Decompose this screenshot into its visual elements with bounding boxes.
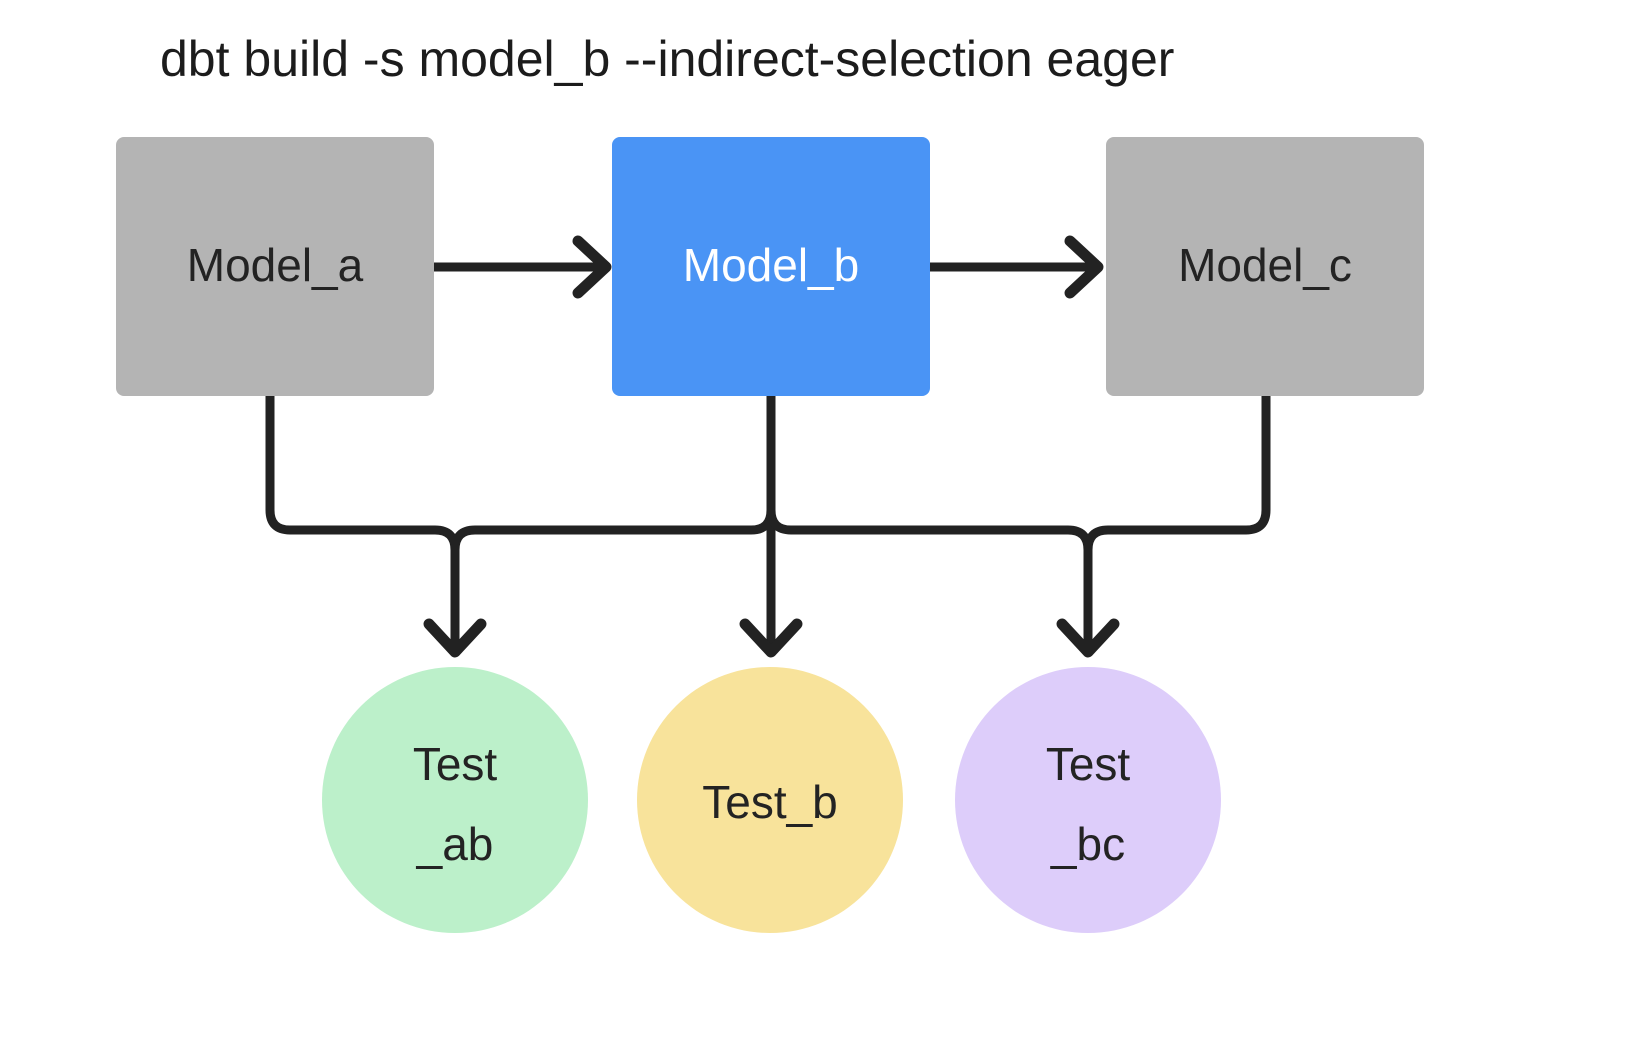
model-a-label: Model_a xyxy=(187,239,364,291)
edge-model-a-to-test-ab xyxy=(265,391,487,658)
node-model-b[interactable]: Model_b xyxy=(612,137,930,396)
edge-model-a-to-model-b xyxy=(429,235,612,299)
model-c-label: Model_c xyxy=(1178,239,1352,291)
node-test-ab[interactable]: Test _ab xyxy=(322,667,588,933)
edge-model-b-to-test-ab xyxy=(450,391,776,653)
test-bc-label-line2: _bc xyxy=(1050,818,1125,870)
test-ab-shape[interactable] xyxy=(322,667,588,933)
test-b-shape[interactable] xyxy=(637,667,903,933)
edge-model-b-to-test-bc xyxy=(766,391,1120,658)
test-bc-shape[interactable] xyxy=(955,667,1221,933)
test-ab-label-line2: _ab xyxy=(416,818,494,870)
test-b-label-line1: Test_b xyxy=(702,776,838,828)
edge-model-c-to-test-bc xyxy=(1083,391,1271,653)
node-model-a[interactable]: Model_a xyxy=(116,137,434,396)
edge-model-b-to-model-c xyxy=(925,235,1104,299)
diagram-title: dbt build -s model_b --indirect-selectio… xyxy=(160,31,1174,87)
node-model-c[interactable]: Model_c xyxy=(1106,137,1424,396)
test-ab-label-line1: Test xyxy=(413,738,498,790)
test-bc-label-line1: Test xyxy=(1046,738,1131,790)
model-a-shape[interactable] xyxy=(116,137,434,396)
model-b-label: Model_b xyxy=(683,239,859,291)
model-b-shape[interactable] xyxy=(612,137,930,396)
node-test-b[interactable]: Test_b xyxy=(637,667,903,933)
model-c-shape[interactable] xyxy=(1106,137,1424,396)
node-test-bc[interactable]: Test _bc xyxy=(955,667,1221,933)
